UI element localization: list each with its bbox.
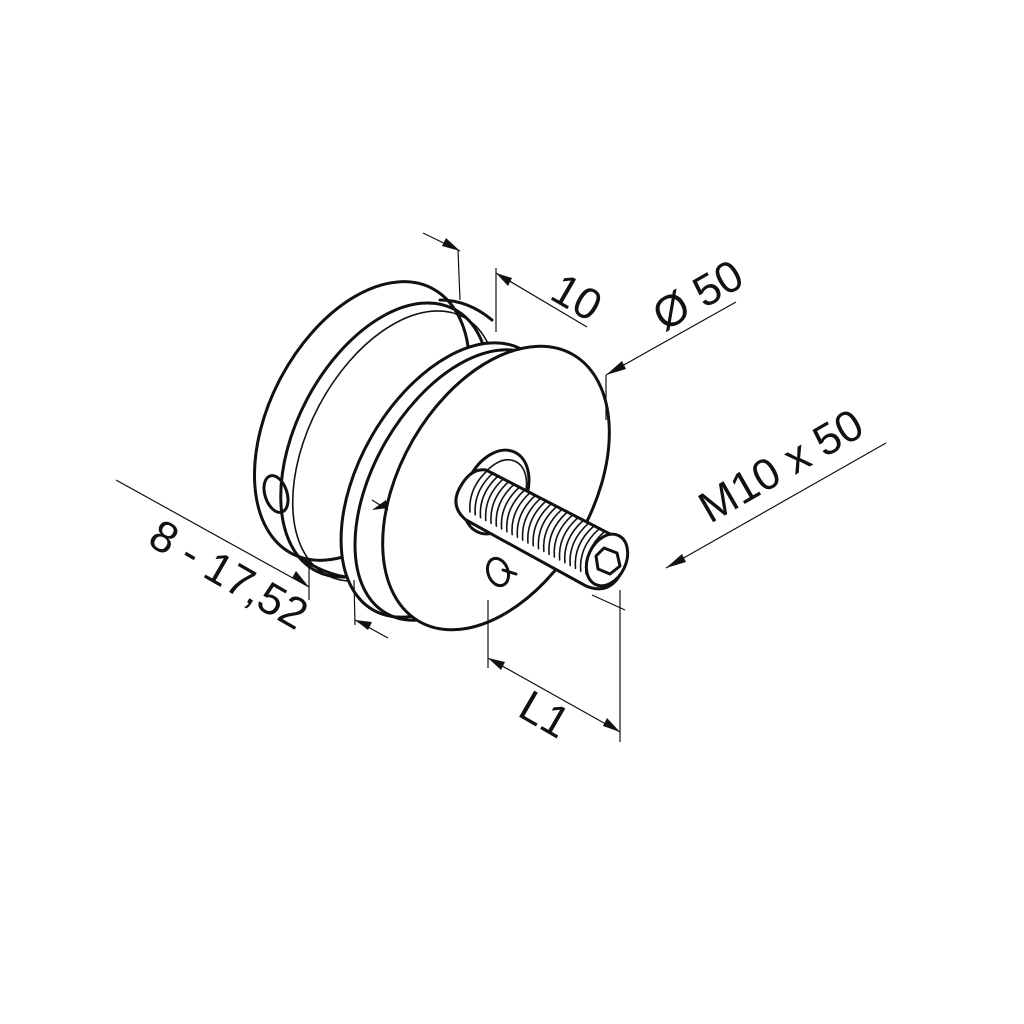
thread-line bbox=[516, 494, 537, 539]
diameter-label: Ø 50 bbox=[645, 251, 752, 341]
lock-pin-icon bbox=[485, 556, 518, 588]
length-label: L1 bbox=[511, 681, 578, 748]
threaded-bolt bbox=[454, 468, 630, 591]
thickness-label: 10 bbox=[543, 264, 610, 331]
thread-line bbox=[500, 486, 521, 530]
thread-line bbox=[495, 483, 516, 527]
thread-line bbox=[479, 474, 500, 519]
thread-line bbox=[537, 505, 558, 550]
thread-line bbox=[558, 517, 579, 561]
thread-line bbox=[505, 488, 526, 533]
thread-line bbox=[469, 469, 489, 513]
thread-line bbox=[579, 528, 600, 572]
thread-line bbox=[490, 480, 510, 525]
thread-line bbox=[548, 511, 568, 556]
thread-line bbox=[511, 491, 531, 536]
thread-line bbox=[542, 508, 563, 553]
thread-line bbox=[569, 522, 589, 567]
thread-line bbox=[532, 503, 553, 547]
thread-line bbox=[474, 472, 495, 516]
thread-line bbox=[484, 477, 505, 522]
thread-line bbox=[574, 525, 595, 570]
thread-line bbox=[521, 497, 542, 541]
thread-line bbox=[563, 519, 584, 564]
set-screw-hole bbox=[262, 474, 290, 514]
thread-line bbox=[553, 514, 574, 558]
thread-line bbox=[527, 500, 547, 544]
dimension-lines bbox=[115, 232, 887, 742]
